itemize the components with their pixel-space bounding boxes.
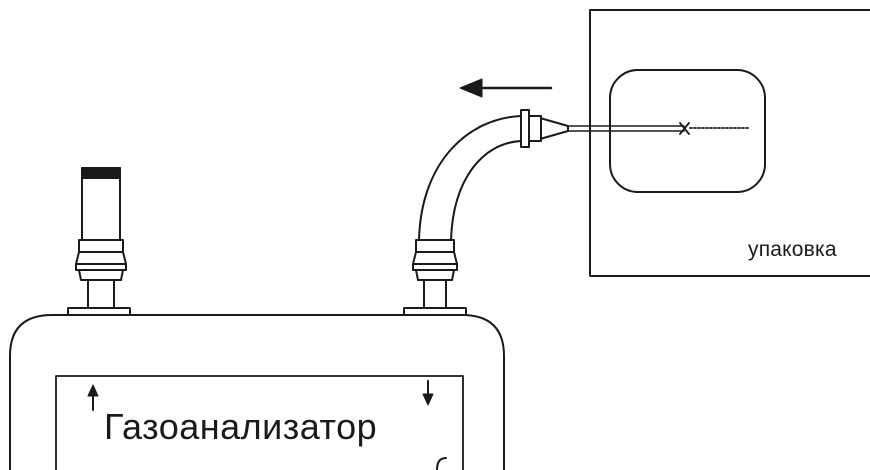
x-mark-icon — [679, 122, 690, 135]
arrow-up-icon — [87, 384, 99, 411]
right-inlet-fitting — [403, 239, 467, 316]
package-box — [589, 9, 870, 277]
device-title: Газоанализатор — [104, 406, 378, 447]
package-label: упаковка — [748, 238, 837, 261]
arrow-left-icon — [459, 78, 553, 98]
needle-connector — [520, 109, 569, 148]
hose — [418, 115, 522, 241]
analyzer-body — [9, 314, 505, 470]
left-port-filter — [67, 167, 131, 316]
arrow-down-icon — [422, 380, 434, 406]
needle — [567, 125, 749, 132]
display-second-line-fragment — [436, 457, 447, 470]
